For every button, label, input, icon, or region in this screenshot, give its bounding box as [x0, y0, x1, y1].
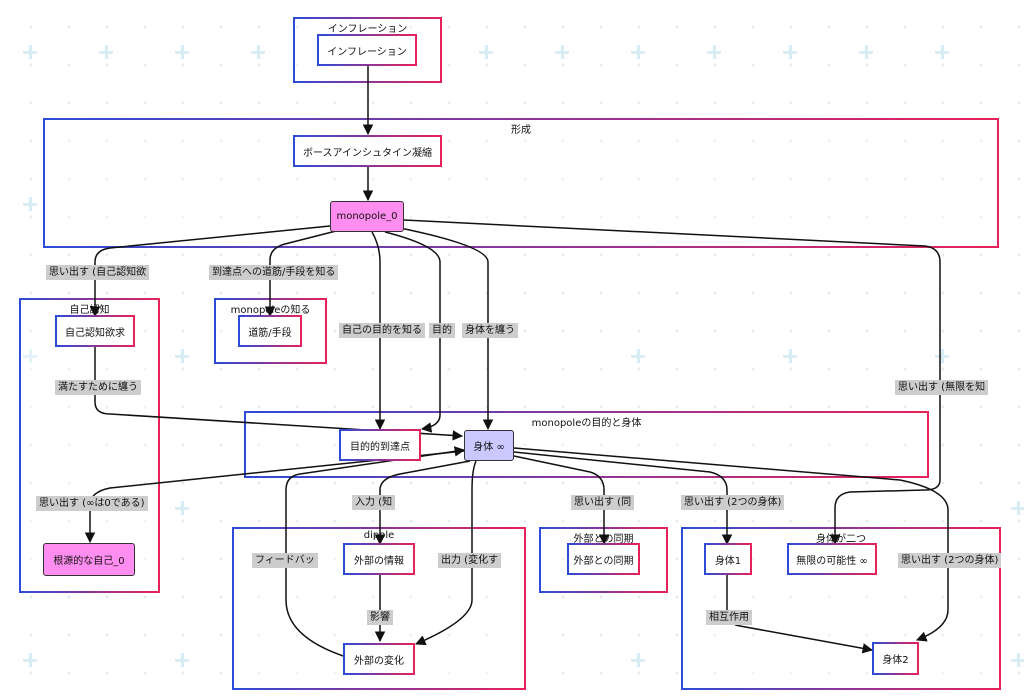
edge-label-input: 入力 (知 — [352, 495, 396, 510]
edge-body-body1 — [513, 451, 733, 546]
edge-label-recall-self: 思い出す (自己認知欲 — [46, 265, 150, 280]
node-inflation[interactable]: インフレーション — [317, 34, 417, 66]
edge-body-body2 — [513, 447, 949, 642]
node-infinite-possibility[interactable]: 無限の可能性 ∞ — [787, 543, 877, 575]
node-body-2[interactable]: 身体2 — [872, 642, 919, 675]
edge-monopole-possibility — [403, 219, 941, 546]
edge-label-recall-two-bodies-2: 思い出す (2つの身体) — [898, 553, 1002, 568]
edge-monopole-body — [399, 227, 494, 431]
edge-monopole-self — [89, 225, 331, 318]
edge-label-feedback: フィードバッ — [252, 553, 318, 568]
node-external-info[interactable]: 外部の情報 — [343, 543, 415, 575]
node-destination[interactable]: 目的的到達点 — [339, 429, 421, 461]
group-title: 自己認知 — [69, 305, 110, 316]
edge-label-interaction: 相互作用 — [706, 610, 752, 625]
edge-monopole-path — [264, 229, 341, 318]
edge-label-purpose: 目的 — [429, 323, 455, 338]
edge-label-wear-to-satisfy: 満たすために纏う — [55, 380, 141, 395]
edge-label-know-purpose: 自己の目的を知る — [339, 323, 425, 338]
edge-feedback — [285, 446, 466, 661]
node-monopole-0[interactable]: monopole_0 — [330, 201, 404, 232]
group-title: インフレーション — [327, 24, 408, 35]
group-title: monopoleの目的と身体 — [531, 418, 642, 429]
node-root-self[interactable]: 根源的な自己_0 — [43, 543, 135, 576]
node-path-means[interactable]: 道筋/手段 — [238, 315, 302, 347]
node-bec[interactable]: ボースアインシュタイン凝縮 — [293, 135, 442, 167]
node-body-1[interactable]: 身体1 — [704, 543, 752, 575]
group-title: 身体が二つ — [816, 534, 866, 545]
group-title: 形成 — [511, 125, 531, 136]
node-external-sync[interactable]: 外部との同期 — [567, 543, 640, 575]
edge-label-influence: 影響 — [367, 610, 393, 625]
edge-body-sync — [513, 455, 610, 546]
node-self-desire[interactable]: 自己認知欲求 — [55, 315, 135, 347]
edge-label-recall-same: 思い出す (同 — [571, 495, 635, 510]
edge-label-output: 出力 (変化す — [438, 553, 502, 568]
edge-self-body — [94, 347, 464, 441]
edge-label-recall-zero: 思い出す (∞は0である) — [36, 496, 148, 511]
group-purpose-body: monopoleの目的と身体 — [244, 411, 929, 478]
edge-label-wear-body: 身体を纏う — [462, 323, 518, 338]
edge-monopole-destination-purpose — [384, 231, 441, 433]
edge-label-know-path: 到達点への道筋/手段を知る — [209, 265, 339, 280]
edge-output — [415, 460, 477, 646]
edge-monopole-destination — [371, 231, 386, 431]
edge-label-recall-two-bodies-1: 思い出す (2つの身体) — [681, 495, 785, 510]
node-body-infinity[interactable]: 身体 ∞ — [464, 430, 514, 461]
edge-label-recall-infinite: 思い出す (無限を知 — [895, 380, 989, 395]
edge-body-extinfo — [374, 460, 471, 546]
node-external-change[interactable]: 外部の変化 — [343, 643, 415, 675]
